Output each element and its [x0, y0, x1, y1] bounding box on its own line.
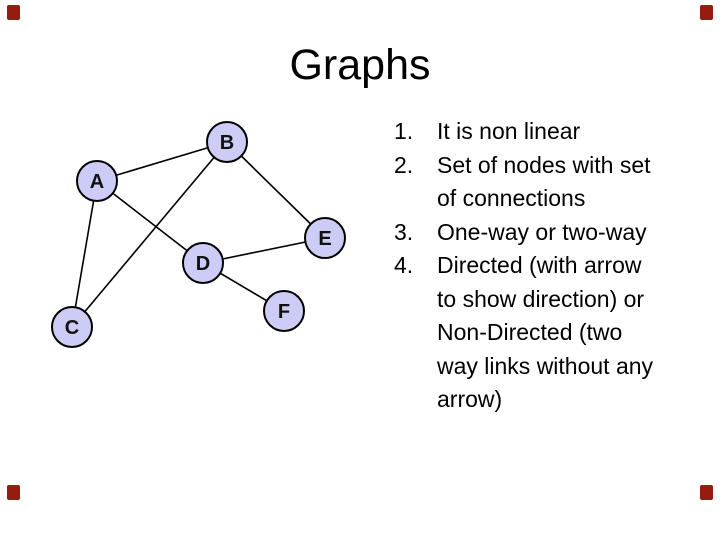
- edge-B-E: [226, 141, 326, 239]
- list-item-text: Directed (with arrow to show direction) …: [437, 252, 654, 412]
- graph-node-label-B: B: [220, 132, 234, 154]
- corner-accent-bottom-right: [700, 485, 713, 500]
- list-item-number: 1.: [394, 118, 414, 144]
- graph-nodes: A B C D E F: [51, 121, 346, 348]
- graph-node-label-E: E: [318, 228, 331, 250]
- graph-node-C: [51, 306, 93, 348]
- list-item-1: 1. It is non linear: [394, 115, 680, 149]
- list-item-text: Set of nodes with set of connections: [437, 151, 651, 212]
- edge-A-C: [71, 180, 98, 328]
- list-item-number: 3.: [394, 218, 414, 245]
- list-item-4: 4. Directed (with arrow to show directio…: [394, 249, 680, 417]
- list-item-3: 3. One-way or two-way: [394, 216, 680, 250]
- numbered-list: 1. It is non linear 2. Set of nodes with…: [394, 115, 680, 417]
- graph-node-B: [206, 121, 248, 163]
- slide-title: Graphs: [289, 41, 431, 89]
- graph-node-E: [304, 217, 346, 259]
- graph-node-label-F: F: [278, 301, 290, 323]
- corner-accent-top-right: [700, 5, 713, 20]
- graph-node-A: [76, 160, 118, 202]
- list-item-text: It is non linear: [437, 118, 581, 144]
- list-item-number: 4.: [394, 252, 414, 278]
- list-item-number: 2.: [394, 151, 414, 178]
- graph-node-label-A: A: [90, 171, 104, 193]
- edge-B-C: [71, 141, 228, 328]
- graph-node-label-D: D: [196, 253, 210, 275]
- list-item-text: One-way or two-way: [437, 218, 647, 245]
- graph-node-label-C: C: [65, 317, 79, 339]
- corner-accent-top-left: [7, 5, 20, 20]
- graph-node-D: [182, 242, 224, 284]
- edge-A-B: [96, 141, 228, 182]
- list-item-2: 2. Set of nodes with set of connections: [394, 149, 680, 216]
- corner-accent-bottom-left: [7, 485, 20, 500]
- edge-A-D: [96, 180, 204, 264]
- graph-node-F: [263, 290, 305, 332]
